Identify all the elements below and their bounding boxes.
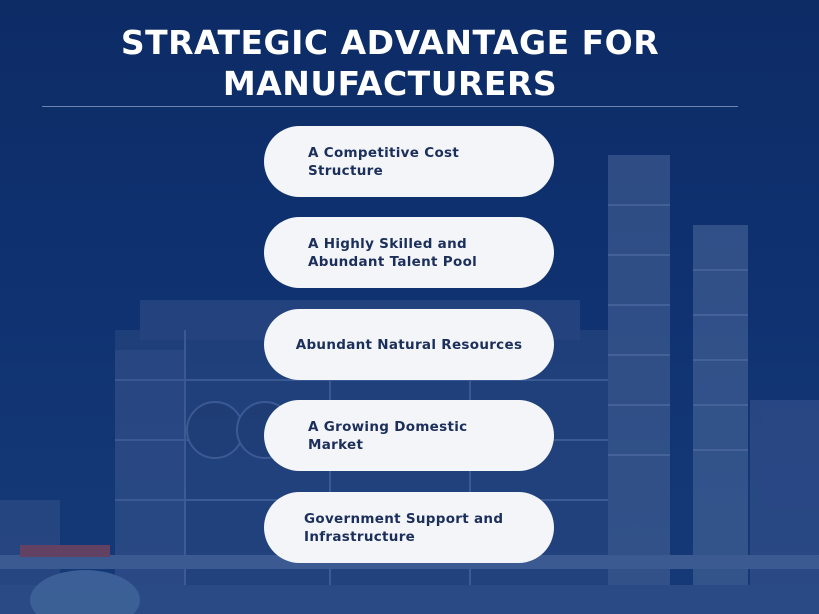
advantage-label: A Competitive Cost Structure xyxy=(308,144,459,180)
advantage-label-line-2: Market xyxy=(308,436,364,453)
advantage-label-line-1: A Growing Domestic xyxy=(308,418,468,435)
advantage-label: A Highly Skilled and Abundant Talent Poo… xyxy=(308,235,477,271)
advantage-card-natural-resources: Abundant Natural Resources xyxy=(264,309,554,380)
page-title: STRATEGIC ADVANTAGE FOR MANUFACTURERS xyxy=(0,22,780,104)
advantage-label-line-2: Infrastructure xyxy=(304,528,416,545)
advantage-label: Abundant Natural Resources xyxy=(296,336,523,354)
advantage-card-government-support: Government Support and Infrastructure xyxy=(264,492,554,563)
advantage-label-line-1: Abundant Natural Resources xyxy=(295,336,523,353)
advantage-label-line-1: Government Support and xyxy=(304,510,504,527)
title-divider xyxy=(42,106,738,107)
advantage-label-line-2: Structure xyxy=(308,162,384,179)
advantage-card-domestic-market: A Growing Domestic Market xyxy=(264,400,554,471)
advantage-card-talent-pool: A Highly Skilled and Abundant Talent Poo… xyxy=(264,217,554,288)
advantage-label-line-2: Abundant Talent Pool xyxy=(308,253,478,270)
title-line-2: MANUFACTURERS xyxy=(222,64,558,103)
advantage-card-cost-structure: A Competitive Cost Structure xyxy=(264,126,554,197)
title-line-1: STRATEGIC ADVANTAGE FOR xyxy=(120,23,660,62)
advantage-label: A Growing Domestic Market xyxy=(308,418,467,454)
advantage-label: Government Support and Infrastructure xyxy=(304,510,503,546)
advantage-label-line-1: A Highly Skilled and xyxy=(308,235,467,252)
advantage-label-line-1: A Competitive Cost xyxy=(308,144,460,161)
